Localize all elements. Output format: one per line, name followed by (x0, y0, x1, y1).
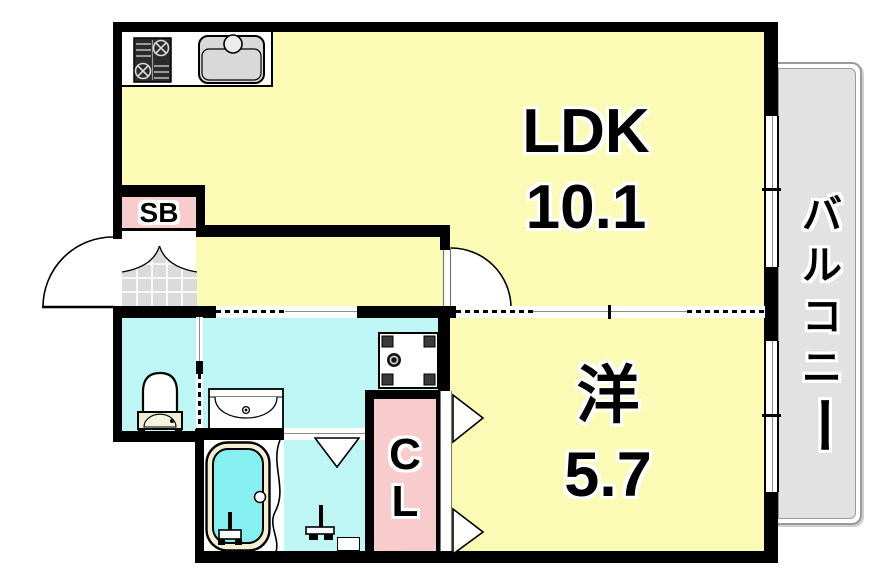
kitchen-sink-icon (198, 34, 265, 84)
shoebox-label: SB (139, 197, 179, 228)
sliding-door-dash (687, 310, 765, 313)
wall-segment (195, 429, 204, 563)
wall-segment (764, 492, 778, 563)
wall-segment (113, 306, 216, 318)
sliding-door-track (285, 311, 357, 312)
ldk-name: LDK (522, 97, 650, 166)
balcony (772, 62, 862, 525)
wall-segment (113, 185, 205, 197)
sliding-door-dash (456, 310, 533, 313)
wall-segment (196, 225, 450, 237)
room-western-floor (450, 317, 764, 551)
wall-segment (365, 390, 450, 399)
washbasin-icon (208, 388, 284, 432)
entrance-step-strip (122, 231, 196, 239)
wall-segment (365, 398, 374, 563)
wall-segment (113, 22, 122, 239)
washing-machine-pan-icon (378, 332, 439, 389)
sliding-door-track (199, 317, 200, 361)
wall-segment (440, 237, 450, 250)
door-opening (284, 428, 365, 440)
wall-segment (436, 398, 440, 552)
balcony-label-char: ニ (802, 346, 842, 390)
window-tick (762, 188, 781, 191)
wall-segment (196, 185, 205, 237)
sliding-door-dash (198, 374, 201, 429)
sliding-door-dash (216, 310, 285, 313)
closet-door-track (440, 391, 452, 551)
window-icon (764, 341, 779, 492)
window-icon (764, 116, 779, 267)
closet-cl-floor (374, 398, 436, 551)
balcony-label-char: ー (789, 395, 856, 455)
balcony-label-char: ル (802, 244, 842, 288)
wall-segment (764, 22, 778, 116)
bathtub-icon (205, 441, 271, 552)
wall-segment (195, 551, 778, 563)
ldk-area: 10.1 (525, 173, 647, 242)
sliding-door-tick (608, 305, 611, 319)
bath-faucet-icon (305, 505, 335, 540)
entrance-tile (122, 245, 197, 307)
wall-segment (196, 360, 203, 374)
bath-stool-icon (337, 537, 360, 551)
closet-folding-door-icon (452, 393, 485, 556)
toilet-icon (137, 371, 183, 432)
room-door-swing-icon (442, 246, 512, 309)
window-tick (762, 414, 781, 417)
bathroom-folding-door-icon (271, 440, 281, 552)
balcony-label-char: コ (802, 295, 842, 339)
western-area: 5.7 (564, 440, 652, 510)
closet-label-char: C (389, 430, 421, 479)
room-label-ldk: LDK 10.1 (455, 94, 717, 246)
kitchen-counter (122, 32, 273, 87)
door-track (284, 433, 365, 434)
closet-label-char: L (391, 477, 419, 526)
western-name: 洋 (576, 361, 640, 431)
balcony-label-char: バ (802, 193, 842, 237)
sliding-door-icon (285, 306, 357, 318)
wall-segment (113, 22, 778, 32)
wall-segment (764, 267, 778, 341)
gas-stove-icon (133, 37, 172, 83)
wall-segment (113, 431, 203, 442)
room-label-western: 洋 5.7 (477, 357, 739, 515)
wall-segment (113, 306, 122, 442)
shoebox-sb (122, 197, 196, 231)
wall-segment (438, 317, 450, 391)
balcony-deck (778, 68, 856, 519)
balcony-label: バ ル コ ニ ー (789, 190, 856, 456)
wall-segment (196, 428, 284, 440)
closet-label: C L (374, 431, 436, 525)
wall-segment (357, 306, 456, 318)
folding-door-triangle-icon (314, 437, 360, 469)
entrance-door-swing-icon (42, 236, 114, 309)
